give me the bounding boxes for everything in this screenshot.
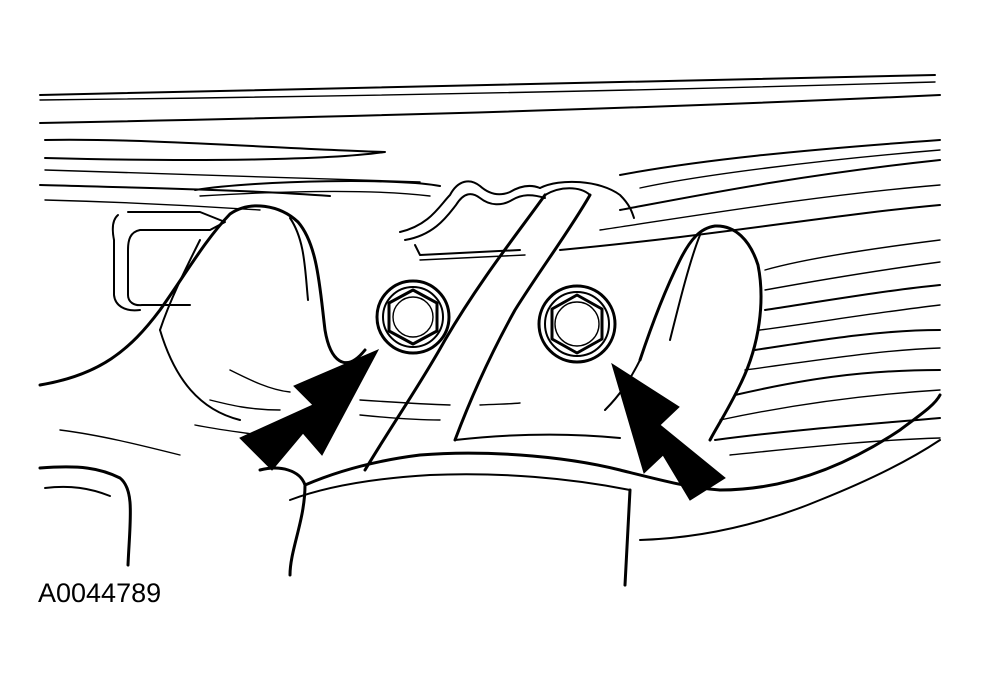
figure-id-label: A0044789 [38, 578, 162, 608]
arrow-left [239, 348, 380, 471]
left-flange [38, 204, 367, 437]
arrow-right [611, 362, 726, 501]
lower-housing [38, 393, 942, 587]
bolt-left [375, 279, 451, 355]
diagonal-strap [363, 187, 592, 472]
mounting-plate [111, 211, 526, 312]
bracket-top [399, 180, 635, 241]
upper-panel-lines [39, 74, 941, 251]
bolt-right [537, 284, 617, 364]
